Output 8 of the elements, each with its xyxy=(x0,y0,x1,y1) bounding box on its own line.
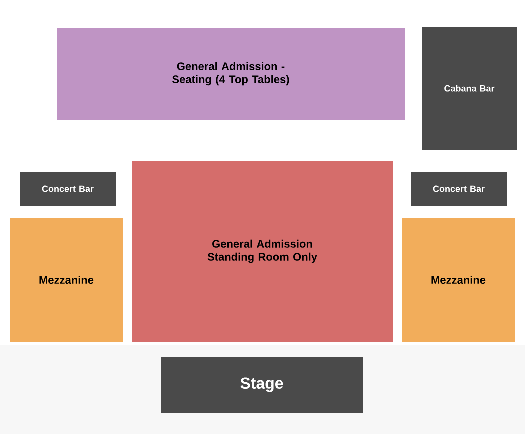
stage: Stage xyxy=(161,357,363,413)
mezzanine-section: Mezzanine xyxy=(10,218,123,342)
bar-area: Cabana Bar xyxy=(422,27,517,150)
standing-section: General Admission Standing Room Only xyxy=(132,161,393,342)
bar-area: Concert Bar xyxy=(20,172,116,206)
bar-area: Concert Bar xyxy=(411,172,507,206)
seating-section: General Admission - Seating (4 Top Tables) xyxy=(57,28,405,120)
mezzanine-section: Mezzanine xyxy=(402,218,515,342)
